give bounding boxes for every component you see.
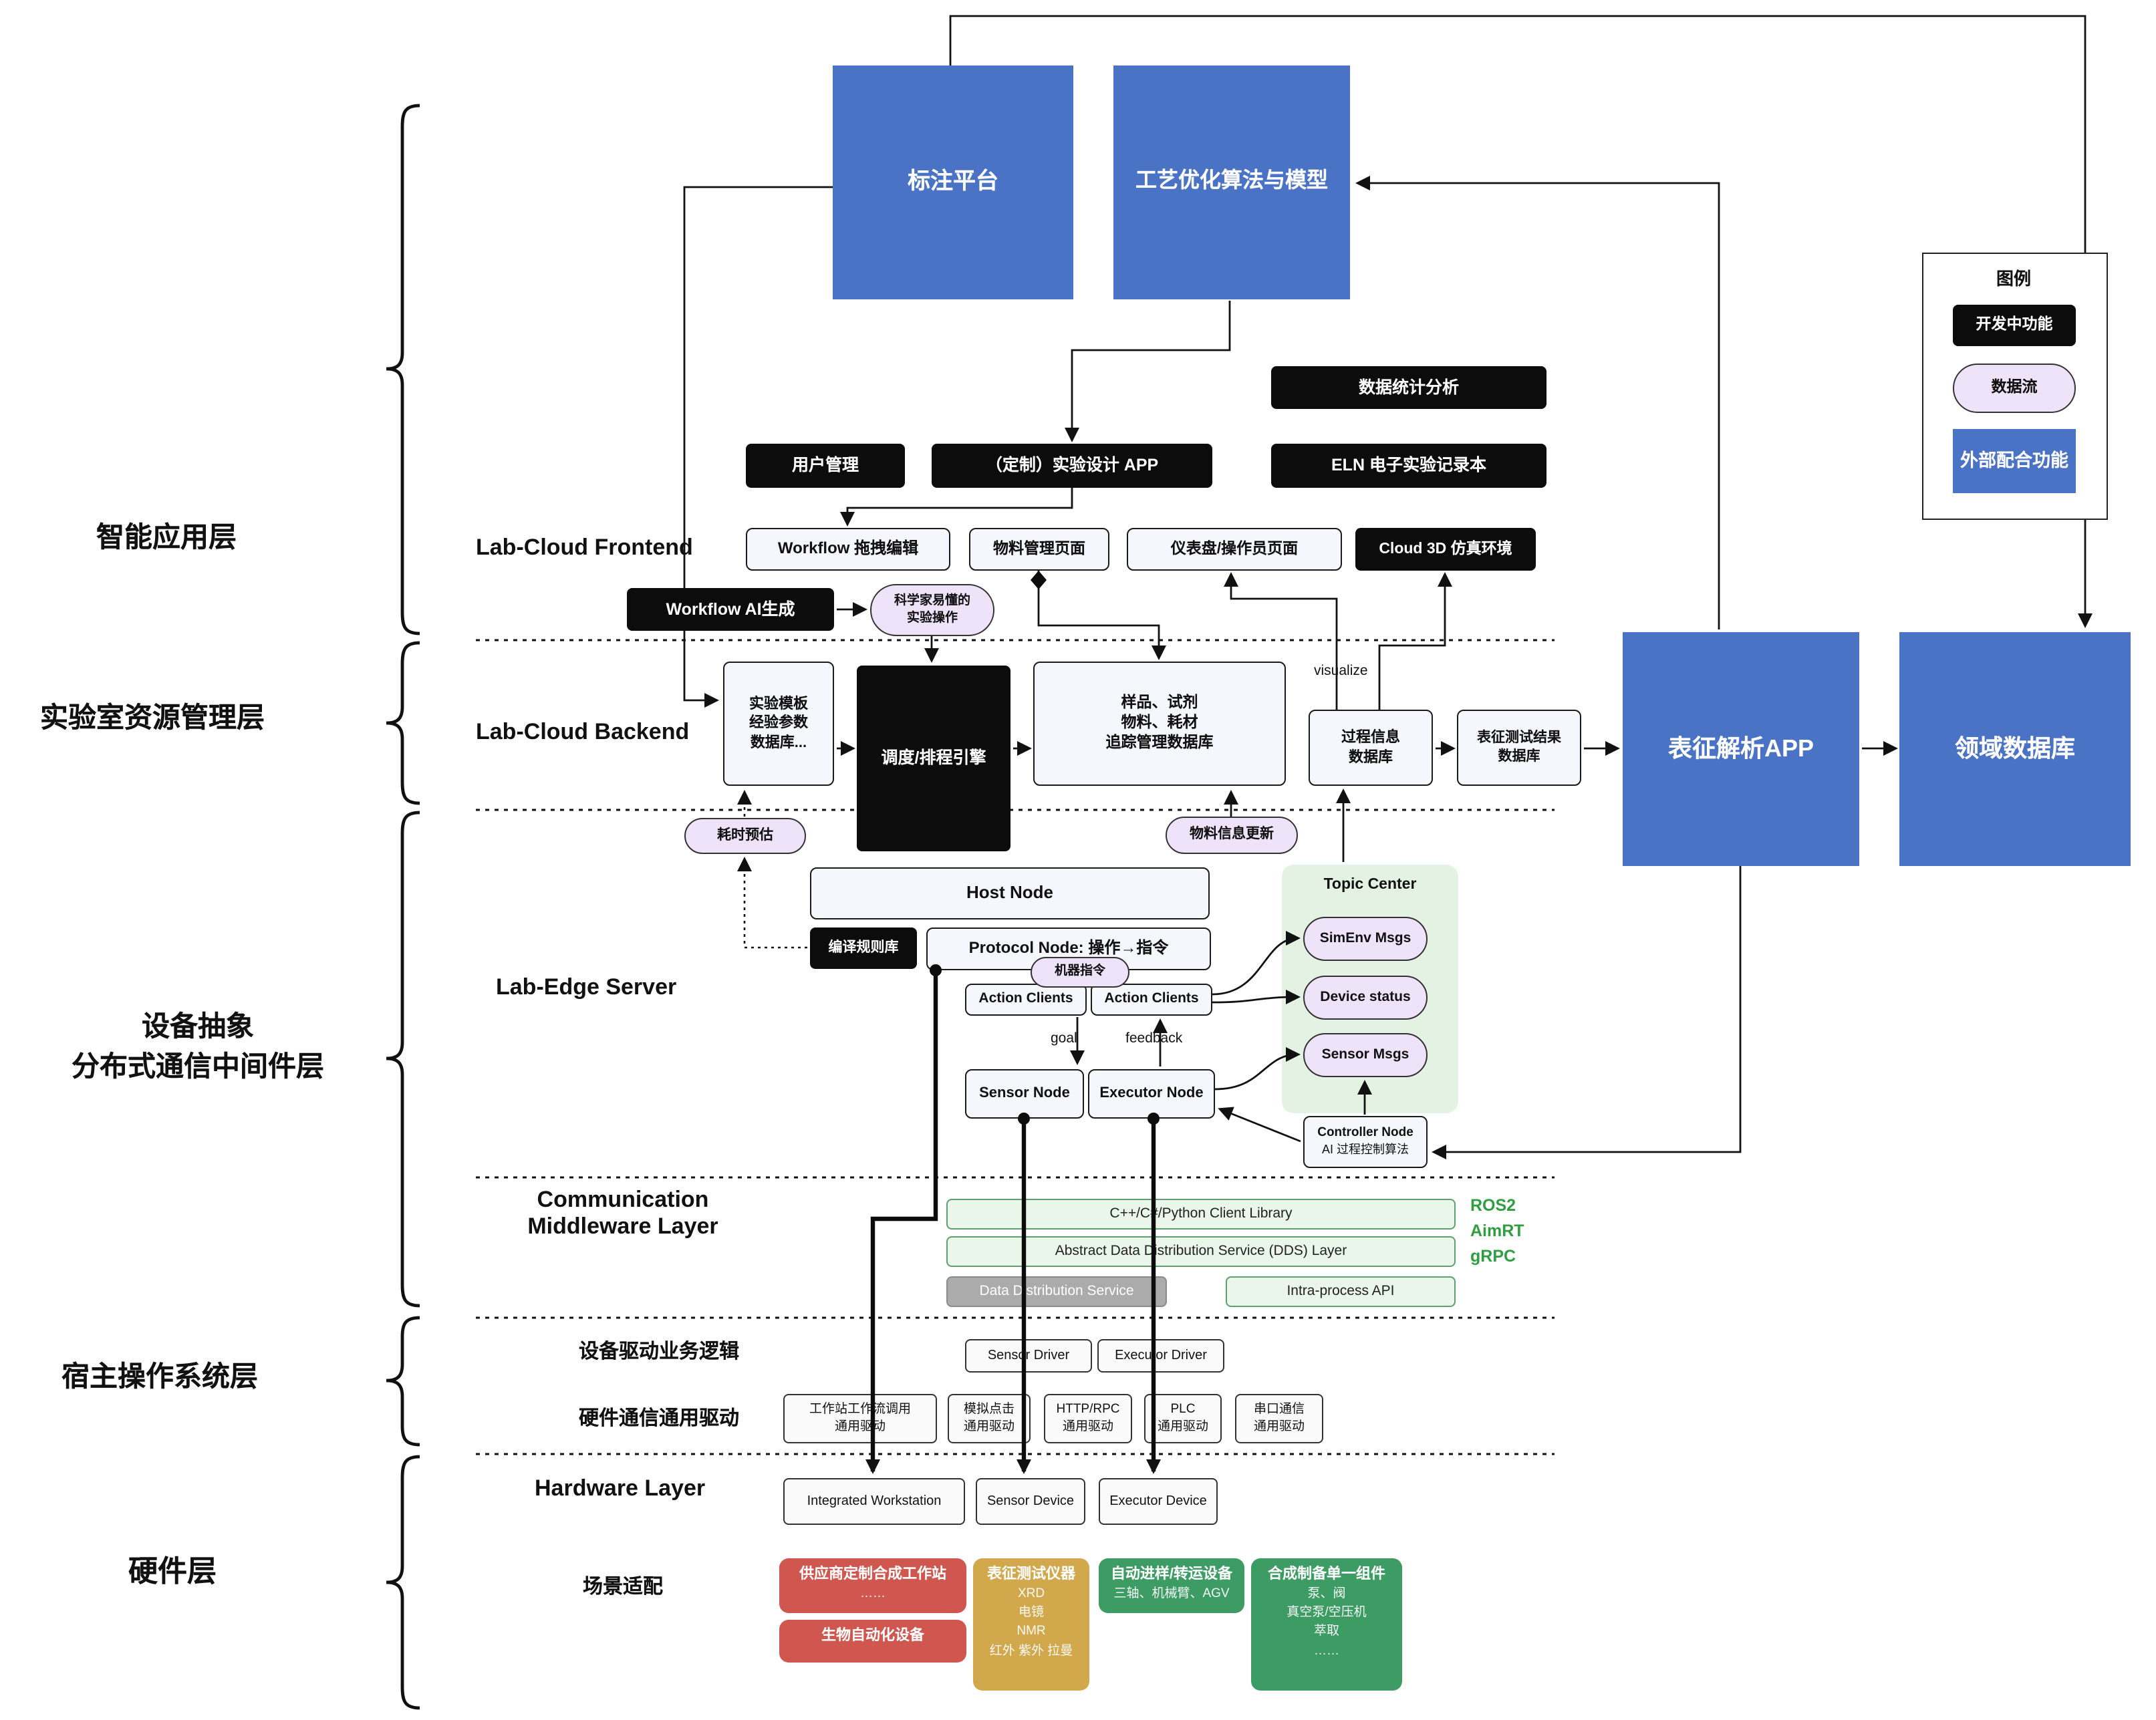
annotation-platform-node: 标注平台 bbox=[833, 65, 1073, 299]
dds-bar: Data Distribution Service bbox=[946, 1276, 1167, 1307]
driver-plc: PLC 通用驱动 bbox=[1144, 1394, 1222, 1443]
layer-label-hardware: 硬件层 bbox=[128, 1554, 217, 1588]
characterization-title: 表征测试仪器 bbox=[987, 1566, 1075, 1582]
char-db-node: 表征测试结果 数据库 bbox=[1457, 710, 1581, 786]
device-status-pill: Device status bbox=[1303, 976, 1428, 1020]
backend-section-label: Lab-Cloud Backend bbox=[476, 719, 690, 744]
eln-node: ELN 电子实验记录本 bbox=[1271, 444, 1546, 488]
protocol-stack-label: ROS2 AimRT gRPC bbox=[1470, 1196, 1524, 1265]
action-clients-2: Action Clients bbox=[1091, 984, 1212, 1016]
goal-label: goal bbox=[1051, 1030, 1077, 1046]
layer-label-middleware: 设备抽象 分布式通信中间件层 bbox=[72, 1012, 324, 1083]
feedback-label: feedback bbox=[1125, 1030, 1183, 1046]
synthesis-sub: 泵、阀 真空泵/空压机 萃取 …… bbox=[1287, 1586, 1367, 1659]
dotted-compilelib-to-timepill bbox=[737, 857, 807, 949]
layer-braces bbox=[386, 104, 420, 1710]
integrated-workstation-node: Integrated Workstation bbox=[783, 1478, 965, 1525]
arrow-material-page-to-sample-db bbox=[1037, 571, 1166, 660]
synthesis-card: 合成制备单一组件 泵、阀 真空泵/空压机 萃取 …… bbox=[1251, 1558, 1402, 1691]
topic-center-title: Topic Center bbox=[1323, 877, 1417, 893]
sampling-sub: 三轴、机械臂、AGV bbox=[1113, 1586, 1230, 1601]
sampling-title: 自动进样/转运设备 bbox=[1110, 1566, 1233, 1582]
action-clients-1: Action Clients bbox=[965, 984, 1087, 1016]
bio-automation-title: 生物自动化设备 bbox=[821, 1628, 924, 1644]
layer-label-host-os: 宿主操作系统层 bbox=[61, 1362, 258, 1393]
legend-dataflow: 数据流 bbox=[1953, 364, 2076, 413]
vendor-workstation-card: 供应商定制合成工作站 …… bbox=[779, 1558, 966, 1613]
bio-automation-card: 生物自动化设备 bbox=[779, 1620, 966, 1663]
compile-rules-node: 编译规则库 bbox=[810, 927, 917, 969]
time-estimate-pill: 耗时预估 bbox=[684, 818, 806, 854]
material-page-node: 物料管理页面 bbox=[969, 528, 1109, 571]
layer-label-resource: 实验室资源管理层 bbox=[40, 703, 265, 734]
arrow-charapp-to-controller bbox=[1432, 866, 1742, 1159]
driver-click-sim: 模拟点击 通用驱动 bbox=[948, 1394, 1031, 1443]
driver-workstation: 工作站工作流调用 通用驱动 bbox=[783, 1394, 937, 1443]
vendor-workstation-sub: …… bbox=[860, 1586, 886, 1601]
scheduler-node: 调度/排程引擎 bbox=[857, 666, 1010, 851]
arrow-process-db-to-cloud3d bbox=[1378, 572, 1452, 710]
visualize-label: visualize bbox=[1314, 663, 1368, 679]
diamond-connector bbox=[1031, 571, 1047, 589]
synthesis-title: 合成制备单一组件 bbox=[1268, 1566, 1385, 1582]
process-db-node: 过程信息 数据库 bbox=[1309, 710, 1433, 786]
user-mgmt-node: 用户管理 bbox=[746, 444, 905, 488]
legend-developing: 开发中功能 bbox=[1953, 305, 2076, 346]
layer-label-app: 智能应用层 bbox=[96, 523, 237, 553]
domain-db-node: 领域数据库 bbox=[1899, 632, 2131, 866]
simenv-msgs-pill: SimEnv Msgs bbox=[1303, 917, 1428, 961]
scene-adapt-label: 场景适配 bbox=[583, 1576, 664, 1598]
characterization-card: 表征测试仪器 XRD 电镜 NMR 红外 紫外 拉曼 bbox=[973, 1558, 1089, 1691]
sensor-device-node: Sensor Device bbox=[976, 1478, 1085, 1525]
driver-logic-label: 设备驱动业务逻辑 bbox=[579, 1340, 740, 1363]
hw-driver-label: 硬件通信通用驱动 bbox=[579, 1407, 740, 1430]
executor-device-node: Executor Device bbox=[1099, 1478, 1218, 1525]
edge-section-label: Lab-Edge Server bbox=[496, 974, 677, 1000]
host-node: Host Node bbox=[810, 867, 1210, 919]
frontend-section-label: Lab-Cloud Frontend bbox=[476, 535, 693, 560]
sampling-card: 自动进样/转运设备 三轴、机械臂、AGV bbox=[1099, 1558, 1244, 1613]
arrow-controller-to-executornode bbox=[1218, 1107, 1301, 1143]
driver-http-rpc: HTTP/RPC 通用驱动 bbox=[1044, 1394, 1132, 1443]
workflow-ai-node: Workflow AI生成 bbox=[627, 588, 834, 631]
characterization-sub: XRD 电镜 NMR 红外 紫外 拉曼 bbox=[989, 1586, 1073, 1659]
custom-app-node: （定制）实验设计 APP bbox=[932, 444, 1212, 488]
vendor-workstation-title: 供应商定制合成工作站 bbox=[799, 1566, 946, 1582]
arrow-custom-app-to-workflow-edit bbox=[840, 488, 1073, 527]
executor-node: Executor Node bbox=[1088, 1069, 1215, 1119]
cloud3d-node: Cloud 3D 仿真环境 bbox=[1355, 528, 1536, 571]
intra-process-bar: Intra-process API bbox=[1226, 1276, 1456, 1307]
hardware-section-label: Hardware Layer bbox=[535, 1475, 706, 1501]
machine-command-pill: 机器指令 bbox=[1031, 957, 1129, 988]
sensor-msgs-pill: Sensor Msgs bbox=[1303, 1033, 1428, 1077]
controller-title: Controller Node bbox=[1317, 1125, 1413, 1141]
stats-analysis-node: 数据统计分析 bbox=[1271, 366, 1546, 409]
material-update-pill: 物料信息更新 bbox=[1166, 817, 1298, 854]
char-app-node: 表征解析APP bbox=[1623, 632, 1859, 866]
client-library-bar: C++/C#/Python Client Library bbox=[946, 1199, 1456, 1230]
dashboard-page-node: 仪表盘/操作员页面 bbox=[1127, 528, 1342, 571]
arrow-optimization-to-custom-app bbox=[1065, 301, 1231, 442]
sample-db-node: 样品、试剂 物料、耗材 追踪管理数据库 bbox=[1033, 662, 1286, 786]
controller-node: Controller Node AI 过程控制算法 bbox=[1303, 1116, 1428, 1168]
controller-sub: AI 过程控制算法 bbox=[1321, 1142, 1409, 1156]
scientist-ops-pill: 科学家易懂的 实验操作 bbox=[870, 584, 994, 636]
sensor-node: Sensor Node bbox=[965, 1069, 1084, 1119]
process-optimization-node: 工艺优化算法与模型 bbox=[1113, 65, 1350, 299]
template-db-node: 实验模板 经验参数 数据库... bbox=[723, 662, 834, 786]
workflow-edit-node: Workflow 拖拽编辑 bbox=[746, 528, 950, 571]
legend-title: 图例 bbox=[1996, 269, 2031, 289]
driver-serial: 串口通信 通用驱动 bbox=[1235, 1394, 1323, 1443]
executor-driver-node: Executor Driver bbox=[1097, 1339, 1224, 1373]
dds-abstract-bar: Abstract Data Distribution Service (DDS)… bbox=[946, 1236, 1456, 1267]
middleware-section-label: Communication Middleware Layer bbox=[527, 1187, 718, 1239]
legend-external: 外部配合功能 bbox=[1953, 429, 2076, 493]
sensor-driver-node: Sensor Driver bbox=[965, 1339, 1092, 1373]
